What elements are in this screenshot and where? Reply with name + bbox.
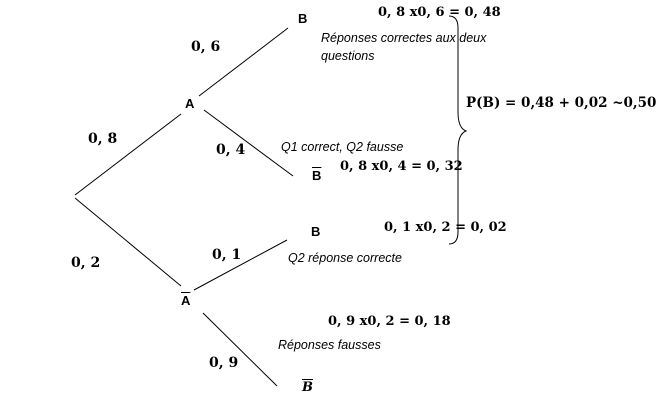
branch-root-to-A [74, 113, 182, 196]
product-Abar-Bbar: 0, 9 x0, 2 = 0, 18 [328, 314, 451, 329]
prob-A-bar: 0, 2 [71, 255, 101, 271]
node-B-bar-top: B [312, 168, 322, 183]
product-Abar-B: 0, 1 x0, 2 = 0, 02 [384, 220, 507, 235]
branch-A-to-B [198, 27, 289, 97]
node-B-bottom: B [311, 224, 321, 239]
branch-Abar-to-Bbar [202, 312, 278, 387]
product-A-Bbar: 0, 8 x0, 4 = 0, 32 [340, 159, 463, 174]
note-both-correct-line1: Réponses correctes aux deux [321, 31, 487, 45]
prob-Bbar-given-Abar: 0, 9 [209, 355, 239, 371]
branch-A-to-Bbar [203, 109, 294, 177]
branch-root-to-Abar [74, 197, 182, 287]
total-curly-brace [448, 15, 468, 245]
note-q2-correct: Q2 réponse correcte [288, 251, 402, 265]
node-B-bar-bottom: B [302, 380, 313, 395]
node-A: A [185, 96, 195, 111]
total-probability-B: P(B) = 0,48 + 0,02 ~0,50 [466, 95, 656, 111]
node-B-top: B [298, 11, 308, 26]
prob-B-given-A: 0, 6 [191, 39, 221, 55]
node-A-bar: A [181, 293, 191, 308]
note-both-correct-line2: questions [321, 49, 375, 63]
note-all-false: Réponses fausses [278, 338, 381, 352]
prob-B-given-Abar: 0, 1 [212, 247, 242, 263]
branch-Abar-to-B [193, 239, 288, 291]
prob-A: 0, 8 [88, 131, 118, 147]
note-q1-correct-q2-false: Q1 correct, Q2 fausse [281, 140, 404, 154]
prob-Bbar-given-A: 0, 4 [216, 142, 246, 158]
product-A-B: 0, 8 x0, 6 = 0, 48 [378, 5, 501, 20]
